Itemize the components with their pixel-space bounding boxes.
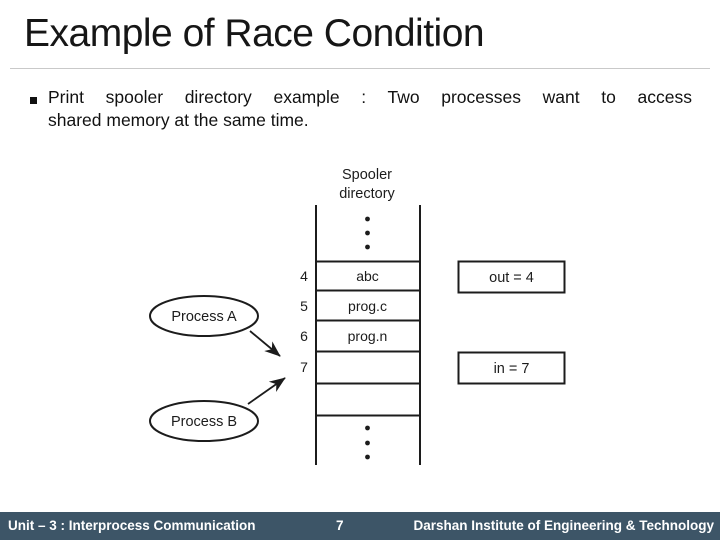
bullet-line-2: shared memory at the same time.: [48, 110, 309, 130]
process-a-arrow: [249, 330, 281, 357]
bullet-square-icon: [30, 97, 37, 104]
title-divider: [10, 68, 710, 69]
out-pointer-box: [457, 260, 566, 294]
in-pointer-box: [457, 351, 566, 385]
spooler-table: [315, 205, 421, 465]
table-row-number-5: 5: [300, 298, 308, 314]
process-a-ellipse: [149, 295, 259, 337]
process-b-arrow: [247, 377, 286, 405]
footer-unit-label: Unit – 3 : Interprocess Communication: [8, 518, 256, 533]
in-pointer-label: in = 7: [494, 361, 530, 377]
table-row-number-7: 7: [300, 359, 308, 375]
process-a-label: Process A: [171, 309, 237, 325]
footer-page-number: 7: [336, 518, 344, 533]
spooler-directory-label-line1: Spooler: [342, 167, 392, 183]
page-title: Example of Race Condition: [24, 12, 485, 55]
top-ellipsis-dots: [365, 216, 370, 250]
bullet-block: Print spooler directory example : Two pr…: [29, 86, 692, 132]
table-row-number-6: 6: [300, 328, 308, 344]
bottom-ellipsis-dots: [365, 425, 370, 460]
process-b-ellipse: [149, 400, 259, 442]
out-pointer-label: out = 4: [489, 270, 534, 286]
spooler-directory-label-line2: directory: [339, 186, 395, 202]
table-row-label-progc: prog.c: [348, 298, 387, 314]
process-b-label: Process B: [171, 414, 237, 430]
footer-bar: Unit – 3 : Interprocess Communication 7 …: [0, 512, 720, 540]
footer-institute-label: Darshan Institute of Engineering & Techn…: [413, 518, 714, 533]
table-row-label-abc: abc: [356, 268, 379, 284]
bullet-line-1: Print spooler directory example : Two pr…: [48, 87, 692, 107]
table-row-number-4: 4: [300, 268, 308, 284]
table-row-label-progn: prog.n: [348, 328, 388, 344]
